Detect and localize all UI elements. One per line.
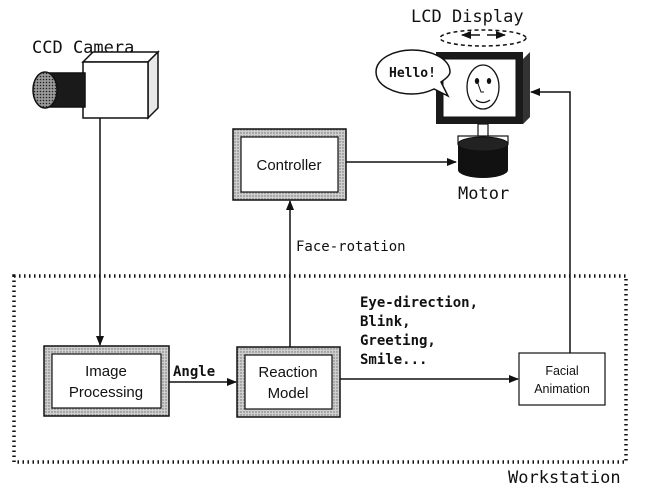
outputs-label-line3: Greeting, [360,333,436,349]
motor-label: Motor [458,184,509,204]
angle-label: Angle [173,364,215,380]
reaction-model-box: Reaction Model [237,347,340,417]
image-processing-label-line1: Image [85,363,127,380]
facial-animation-box: Facial Animation [519,353,605,405]
outputs-label-line1: Eye-direction, [360,295,478,311]
outputs-label-line4: Smile... [360,352,427,368]
arrow-facial-animation-to-lcd [531,92,570,353]
lcd-display-icon [436,52,530,124]
reaction-model-label-line2: Model [268,385,309,402]
facial-animation-label-line1: Facial [545,364,578,378]
facial-animation-label-line2: Animation [534,382,590,396]
face-rotation-label: Face-rotation [296,239,406,255]
speech-bubble: Hello! [376,50,450,96]
motor-icon [458,124,508,178]
outputs-label-line2: Blink, [360,314,411,330]
reaction-model-label-line1: Reaction [258,364,317,381]
image-processing-box: Image Processing [44,346,169,416]
lcd-display-label: LCD Display [411,7,524,27]
speech-text: Hello! [389,66,436,81]
controller-label: Controller [256,157,321,174]
ccd-camera-icon [33,52,158,118]
controller-box: Controller [233,129,346,200]
image-processing-label-line2: Processing [69,384,143,401]
workstation-label: Workstation [508,468,621,486]
rotation-indicator-icon [440,30,526,46]
